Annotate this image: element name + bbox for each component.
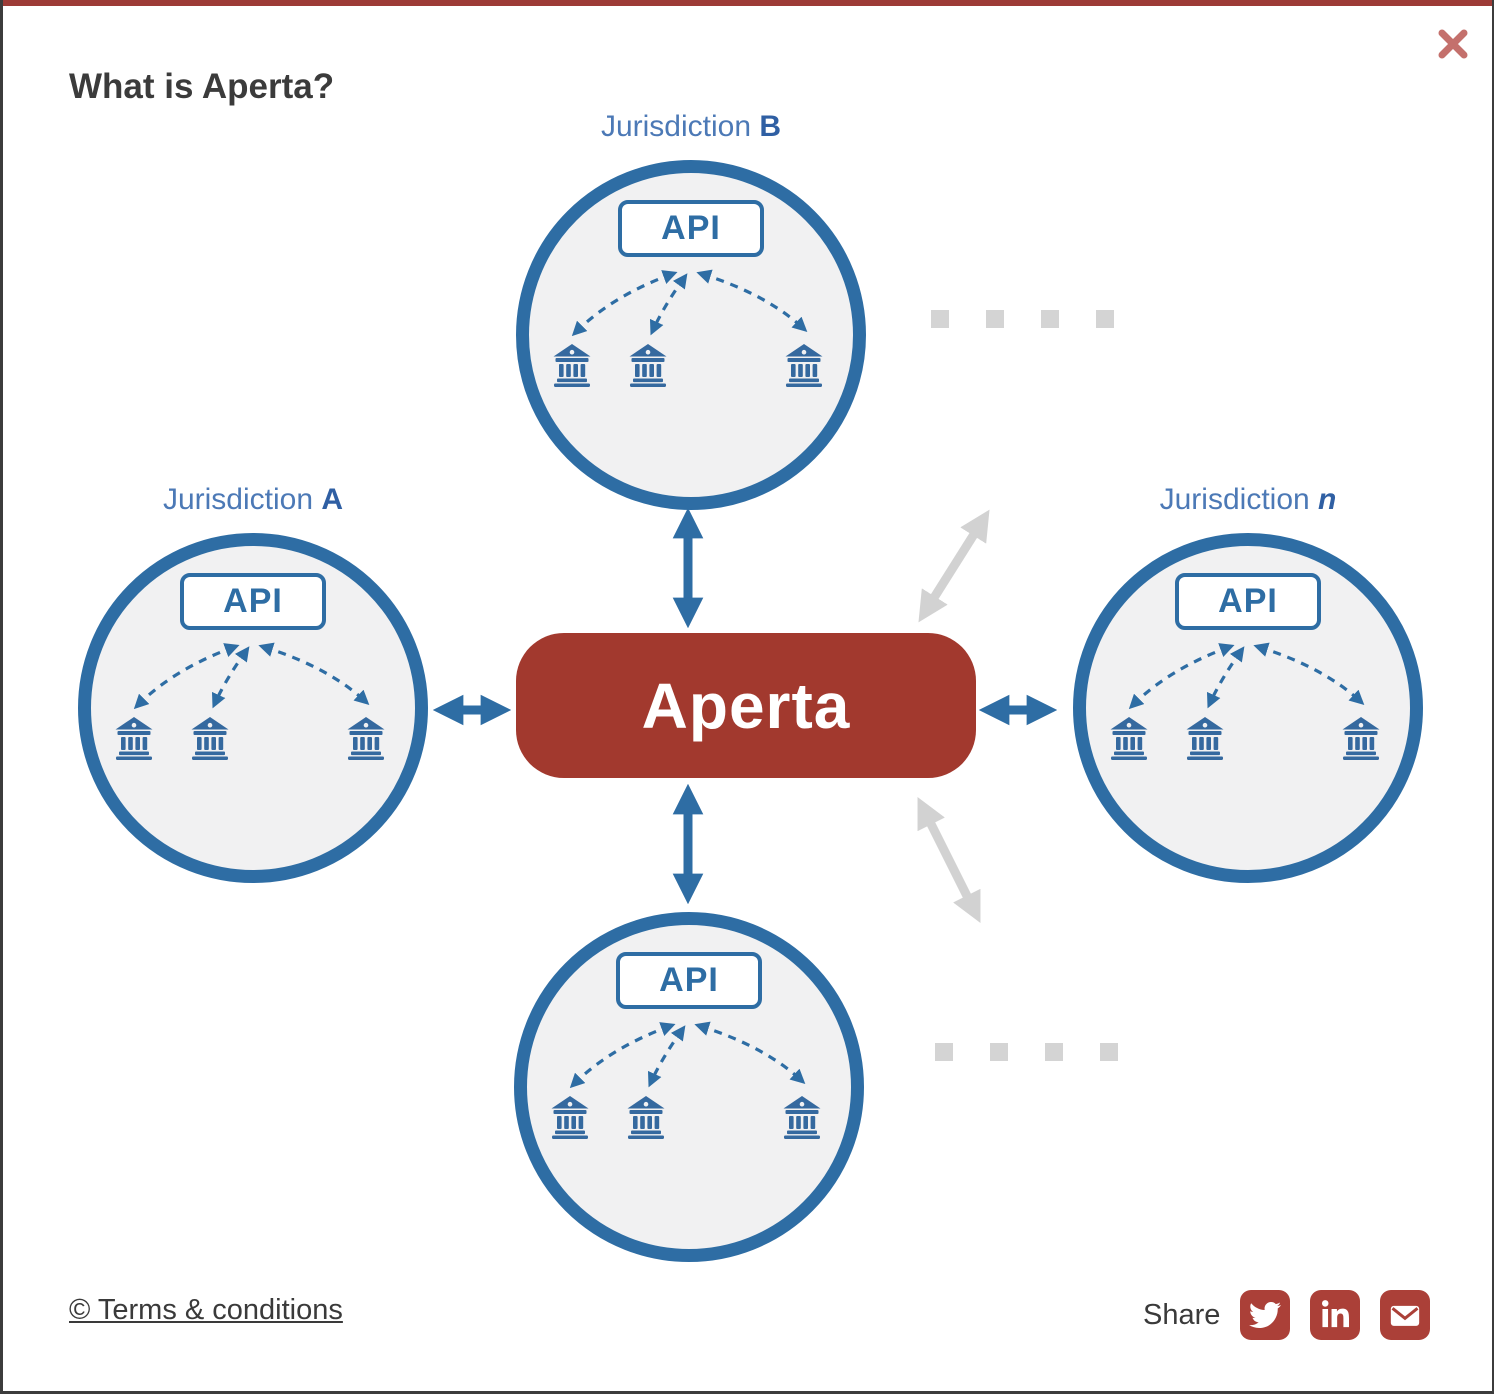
dot — [990, 1043, 1008, 1061]
bank-icon — [1110, 717, 1148, 760]
bank-icon — [115, 717, 153, 760]
email-icon — [1391, 1305, 1420, 1326]
jurisdiction-a-group: Jurisdiction A API — [78, 483, 428, 883]
jurisdiction-label: Jurisdiction n — [1159, 483, 1337, 516]
modal-top-accent-bar — [3, 0, 1492, 6]
bank-links — [115, 642, 385, 760]
api-box: API — [1175, 573, 1321, 630]
dot — [1041, 310, 1059, 328]
api-label: API — [659, 961, 719, 999]
bank-icon — [783, 1096, 821, 1139]
page-title: What is Aperta? — [69, 67, 335, 107]
api-box: API — [618, 200, 764, 257]
bank-links — [1110, 642, 1380, 760]
linkedin-share-button[interactable] — [1310, 1290, 1361, 1340]
dot — [931, 310, 949, 328]
share-label: Share — [1143, 1298, 1221, 1331]
gray-arrow-upper-right — [918, 509, 990, 623]
api-label: API — [661, 209, 721, 247]
bank-links — [553, 269, 823, 387]
jurisdiction-b-group: Jurisdiction B API — [516, 110, 866, 510]
bank-icon — [553, 344, 591, 387]
api-box: API — [616, 952, 762, 1009]
bank-icon — [629, 344, 667, 387]
bank-links — [551, 1021, 821, 1139]
dot — [1045, 1043, 1063, 1061]
arrow-top-vertical — [672, 507, 704, 629]
twitter-share-button[interactable] — [1240, 1290, 1291, 1340]
bank-icon — [551, 1096, 589, 1139]
jurisdiction-label: Jurisdiction A — [162, 483, 344, 516]
jurisdiction-bottom-group: API — [514, 912, 864, 1262]
gray-arrow-lower-right — [917, 797, 981, 923]
bank-icon — [627, 1096, 665, 1139]
aperta-box: Aperta — [516, 633, 976, 778]
ellipsis-dots-top — [931, 310, 1114, 328]
api-label: API — [223, 582, 283, 620]
dot — [1100, 1043, 1118, 1061]
arrow-right-horizontal — [978, 694, 1058, 726]
bank-icon — [1186, 717, 1224, 760]
dot — [935, 1043, 953, 1061]
linkedin-icon — [1321, 1299, 1349, 1327]
twitter-icon — [1249, 1301, 1282, 1329]
bank-icon — [347, 717, 385, 760]
jurisdiction-label: Jurisdiction B — [600, 110, 782, 143]
email-share-button[interactable] — [1380, 1290, 1431, 1340]
close-button[interactable] — [1433, 24, 1473, 64]
arrow-left-horizontal — [432, 694, 512, 726]
ellipsis-dots-bottom — [935, 1043, 1118, 1061]
dot — [1096, 310, 1114, 328]
share-bar: Share — [1143, 1290, 1431, 1340]
arrow-bottom-vertical — [672, 783, 704, 905]
api-box: API — [180, 573, 326, 630]
bank-icon — [785, 344, 823, 387]
dot — [986, 310, 1004, 328]
aperta-label: Aperta — [641, 669, 851, 742]
terms-link[interactable]: © Terms & conditions — [69, 1294, 343, 1326]
jurisdiction-n-group: Jurisdiction n API — [1073, 483, 1423, 883]
bank-icon — [1342, 717, 1380, 760]
bank-icon — [191, 717, 229, 760]
close-icon — [1438, 29, 1468, 59]
api-label: API — [1218, 582, 1278, 620]
